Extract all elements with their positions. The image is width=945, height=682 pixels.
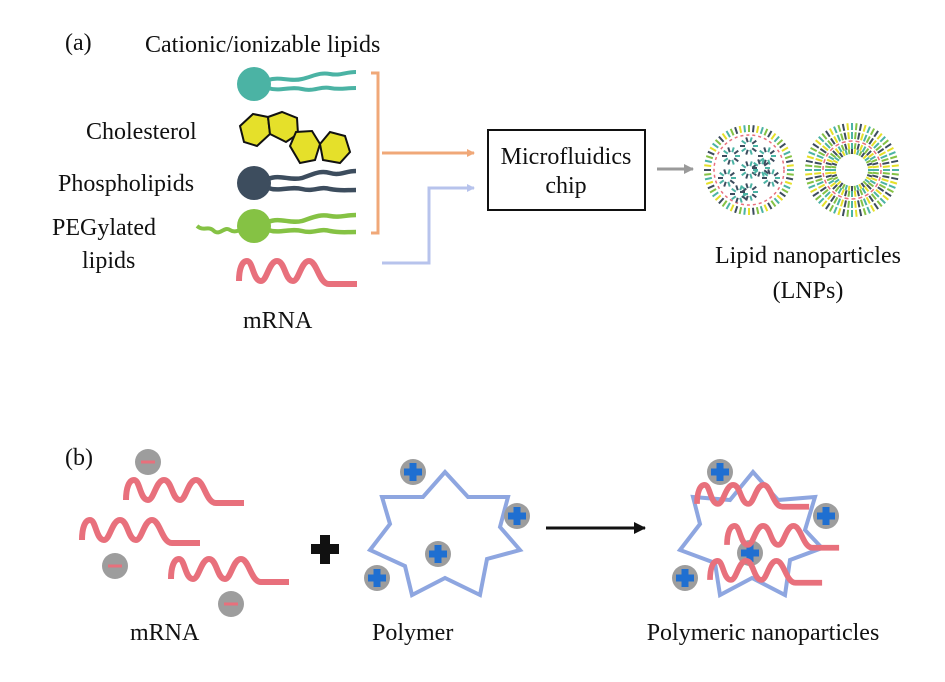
positive-charge-icon	[504, 503, 530, 529]
mrna-cluster	[82, 449, 289, 617]
chip-label-line1: Microfluidics	[501, 144, 632, 170]
lnp-bilayer-particle-icon	[805, 123, 899, 217]
phospholipid-icon	[237, 166, 357, 200]
positive-charge-icon	[400, 459, 426, 485]
pegylated-lipid-icon	[195, 209, 357, 243]
microfluidics-chip-box: Microfluidics chip	[487, 129, 646, 211]
pegylated-lipids-label-line2: lipids	[82, 248, 135, 274]
cholesterol-label: Cholesterol	[86, 119, 197, 145]
positive-charge-icon	[707, 459, 733, 485]
lnp-label-line1: Lipid nanoparticles	[715, 243, 901, 269]
polymeric-nanoparticle-icon	[672, 459, 839, 599]
polymer-icon	[364, 459, 530, 598]
mrna-strand-icon	[710, 561, 822, 583]
mrna-strand-icon	[239, 261, 357, 284]
polymer-label: Polymer	[372, 620, 453, 646]
negative-charge-icon	[102, 553, 128, 579]
cationic-lipids-label: Cationic/ionizable lipids	[145, 32, 380, 58]
panel-b-label: (b)	[65, 445, 93, 471]
panel-b: (b) mRNA Polymer	[65, 445, 879, 646]
mrna-label-a: mRNA	[243, 308, 313, 334]
mrna-strand-icon	[171, 559, 289, 582]
polymeric-nanoparticles-label: Polymeric nanoparticles	[647, 620, 880, 646]
positive-charge-icon	[813, 503, 839, 529]
positive-charge-icon	[425, 541, 451, 567]
negative-charge-icon	[135, 449, 161, 475]
mrna-strand-icon	[126, 480, 244, 503]
negative-charge-icon	[218, 591, 244, 617]
lipid-bracket	[371, 71, 380, 235]
phospholipids-label: Phospholipids	[58, 171, 194, 197]
panel-a-label: (a)	[65, 30, 92, 56]
lnp-label-line2: (LNPs)	[773, 278, 844, 304]
cholesterol-icon	[238, 110, 352, 165]
pegylated-lipids-label: PEGylated	[52, 215, 156, 241]
lnp-particle-icon	[704, 125, 794, 215]
plus-operator-icon	[311, 535, 339, 564]
mrna-strand-icon	[727, 526, 839, 548]
cationic-lipid-icon	[237, 67, 357, 101]
positive-charge-icon	[672, 565, 698, 591]
mrna-strand-icon	[697, 485, 809, 507]
panel-a: (a) Cationic/ionizable lipids Cholestero…	[52, 30, 901, 334]
mrna-to-chip-arrow	[382, 184, 475, 265]
positive-charge-icon	[364, 565, 390, 591]
chip-label-line2: chip	[545, 173, 586, 199]
mrna-label-b: mRNA	[130, 620, 200, 646]
mrna-strand-icon	[82, 520, 200, 543]
